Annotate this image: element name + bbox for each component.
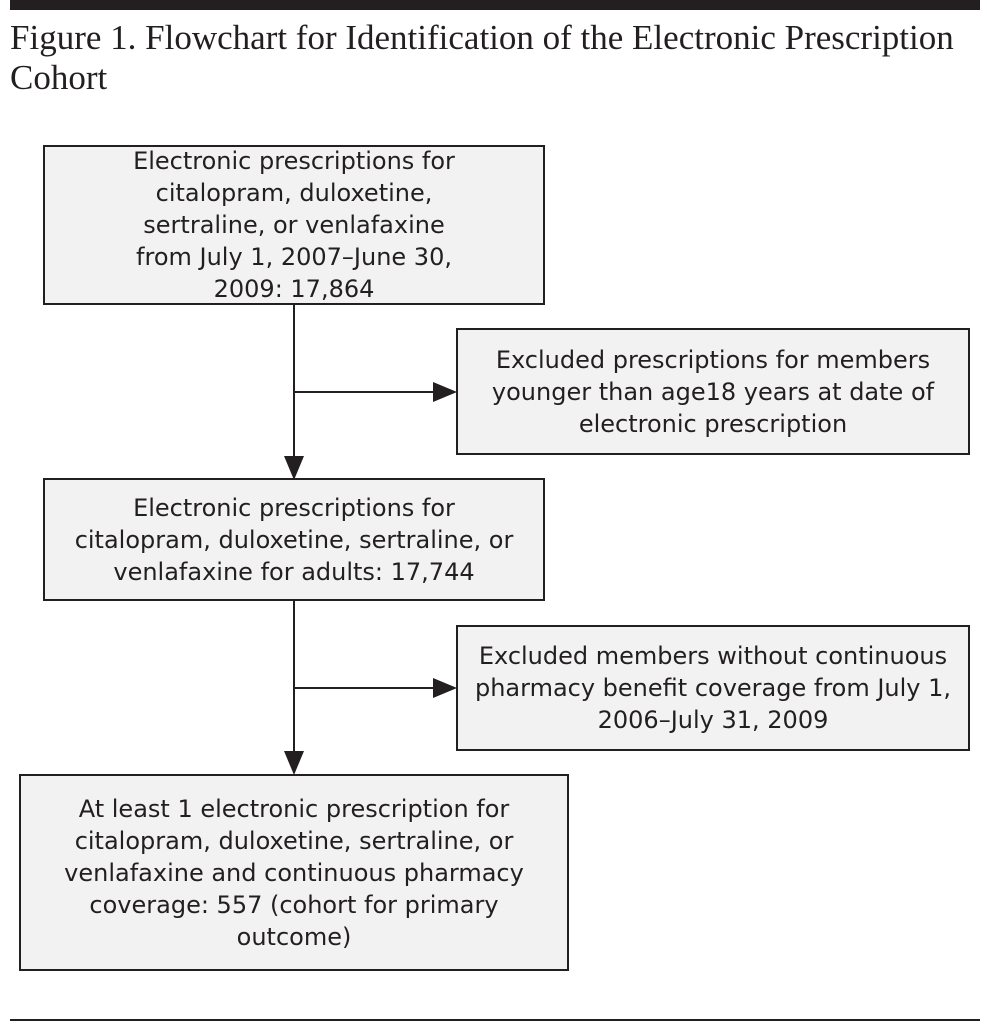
box-exclusion-age: Excluded prescriptions for members young… xyxy=(456,328,970,455)
box-final-cohort: At least 1 electronic prescription for c… xyxy=(19,774,569,971)
top-rule xyxy=(10,0,980,10)
box-exclusion-coverage: Excluded members without continuous phar… xyxy=(456,625,970,751)
bottom-rule xyxy=(10,1019,980,1021)
box-initial-prescriptions: Electronic prescriptions for citalopram,… xyxy=(43,145,545,305)
box-adult-prescriptions: Electronic prescriptions for citalopram,… xyxy=(43,478,545,601)
figure-title: Figure 1. Flowchart for Identification o… xyxy=(10,18,954,97)
